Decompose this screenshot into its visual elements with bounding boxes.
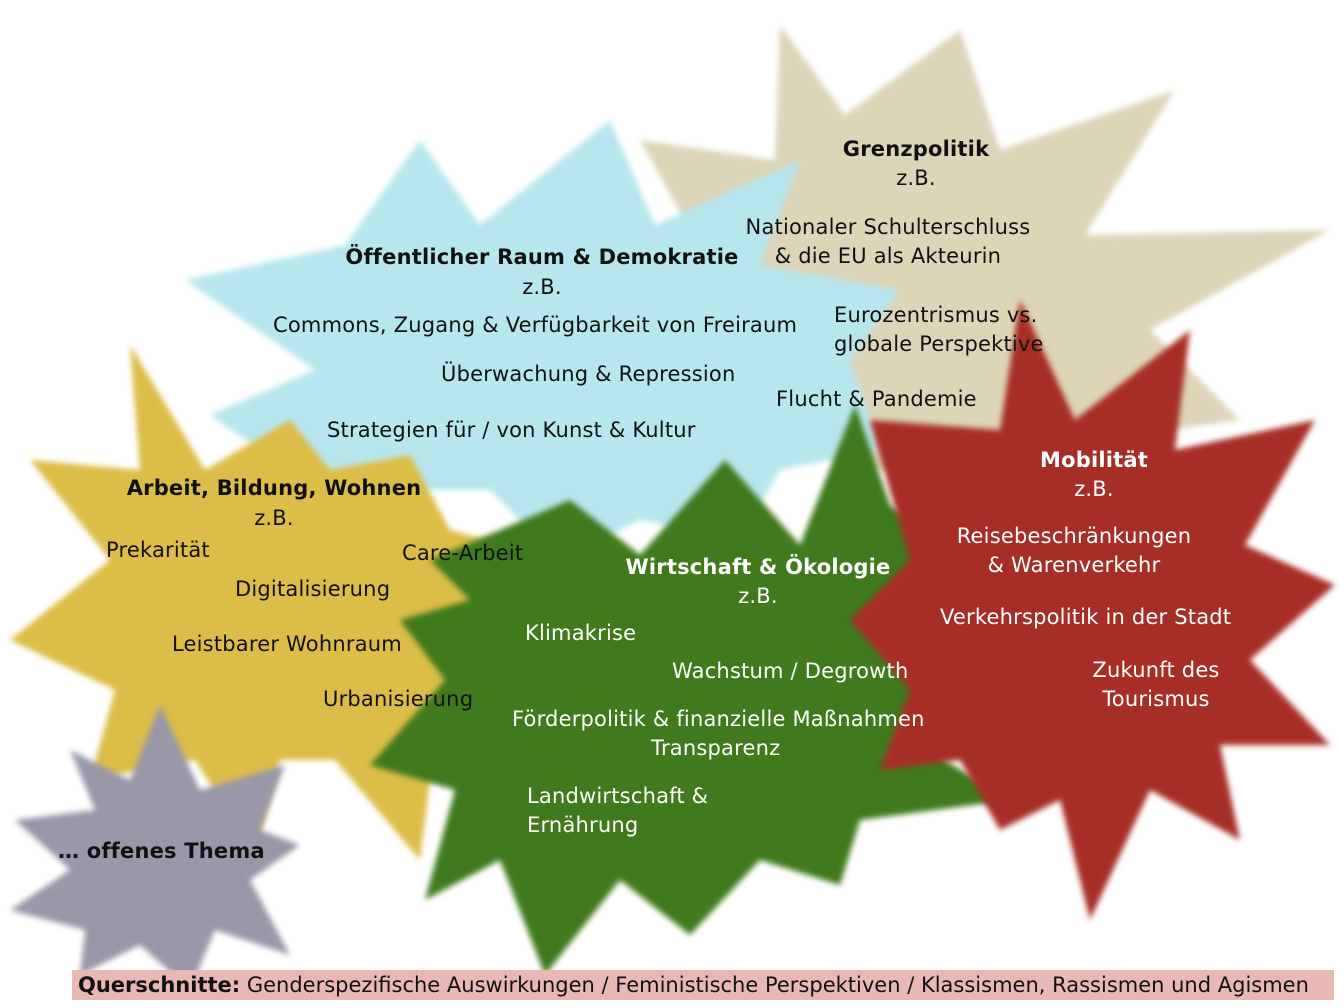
- mobilitaet-item-3b: Tourismus: [1102, 687, 1210, 711]
- grenzpolitik-title: Grenzpolitik: [842, 137, 990, 161]
- offenes-thema-label: … offenes Thema: [58, 839, 265, 863]
- raum-item-3: Strategien für / von Kunst & Kultur: [327, 418, 696, 442]
- wirtschaft-item-4: Transparenz: [651, 736, 781, 760]
- raum-title: Öffentlicher Raum & Demokratie: [345, 245, 739, 269]
- footer-label: Querschnitte:: [78, 973, 241, 997]
- grenzpolitik-zb: z.B.: [896, 166, 936, 190]
- footer-text: Genderspezifische Auswirkungen / Feminis…: [240, 973, 1309, 997]
- arbeit-item-4: Leistbarer Wohnraum: [172, 632, 402, 656]
- wirtschaft-item-1: Klimakrise: [525, 621, 637, 645]
- raum-item-1: Commons, Zugang & Verfügbarkeit von Frei…: [273, 313, 798, 337]
- arbeit-title: Arbeit, Bildung, Wohnen: [126, 476, 422, 500]
- mobilitaet-zb: z.B.: [1074, 477, 1114, 501]
- wirtschaft-item-5a: Landwirtschaft &: [527, 784, 709, 808]
- wirtschaft-item-2: Wachstum / Degrowth: [672, 659, 909, 683]
- star-mobilitaet: [850, 300, 1335, 920]
- wirtschaft-item-5b: Ernährung: [527, 813, 639, 837]
- star-oeffentlicher-raum: [185, 120, 900, 560]
- grenzpolitik-item-1b: & die EU als Akteurin: [774, 244, 1002, 268]
- wirtschaft-title: Wirtschaft & Ökologie: [625, 555, 891, 579]
- querschnitte-footer: Querschnitte: Genderspezifische Auswirku…: [72, 970, 1334, 1000]
- mobilitaet-title: Mobilität: [1040, 448, 1148, 472]
- arbeit-item-2: Care-Arbeit: [402, 541, 524, 565]
- mobilitaet-item-1b: & Warenverkehr: [987, 553, 1161, 577]
- arbeit-item-5: Urbanisierung: [323, 687, 474, 711]
- grenzpolitik-item-2b: globale Perspektive: [834, 332, 1044, 356]
- wirtschaft-item-3: Förderpolitik & finanzielle Maßnahmen: [512, 707, 925, 731]
- star-offenes-thema: [10, 705, 300, 990]
- raum-zb: z.B.: [522, 275, 562, 299]
- mobilitaet-item-3a: Zukunft des: [1092, 658, 1220, 682]
- mobilitaet-item-1a: Reisebeschränkungen: [956, 524, 1192, 548]
- arbeit-zb: z.B.: [254, 506, 294, 530]
- star-wirtschaft: [370, 405, 1010, 975]
- grenzpolitik-item-3: Flucht & Pandemie: [776, 387, 977, 411]
- mobilitaet-item-2: Verkehrspolitik in der Stadt: [940, 605, 1232, 629]
- grenzpolitik-item-1a: Nationaler Schulterschluss: [745, 215, 1031, 239]
- grenzpolitik-item-2a: Eurozentrismus vs.: [834, 303, 1038, 327]
- arbeit-item-1: Prekarität: [106, 538, 210, 562]
- arbeit-item-3: Digitalisierung: [235, 577, 391, 601]
- raum-item-2: Überwachung & Repression: [441, 362, 736, 386]
- wirtschaft-zb: z.B.: [738, 584, 778, 608]
